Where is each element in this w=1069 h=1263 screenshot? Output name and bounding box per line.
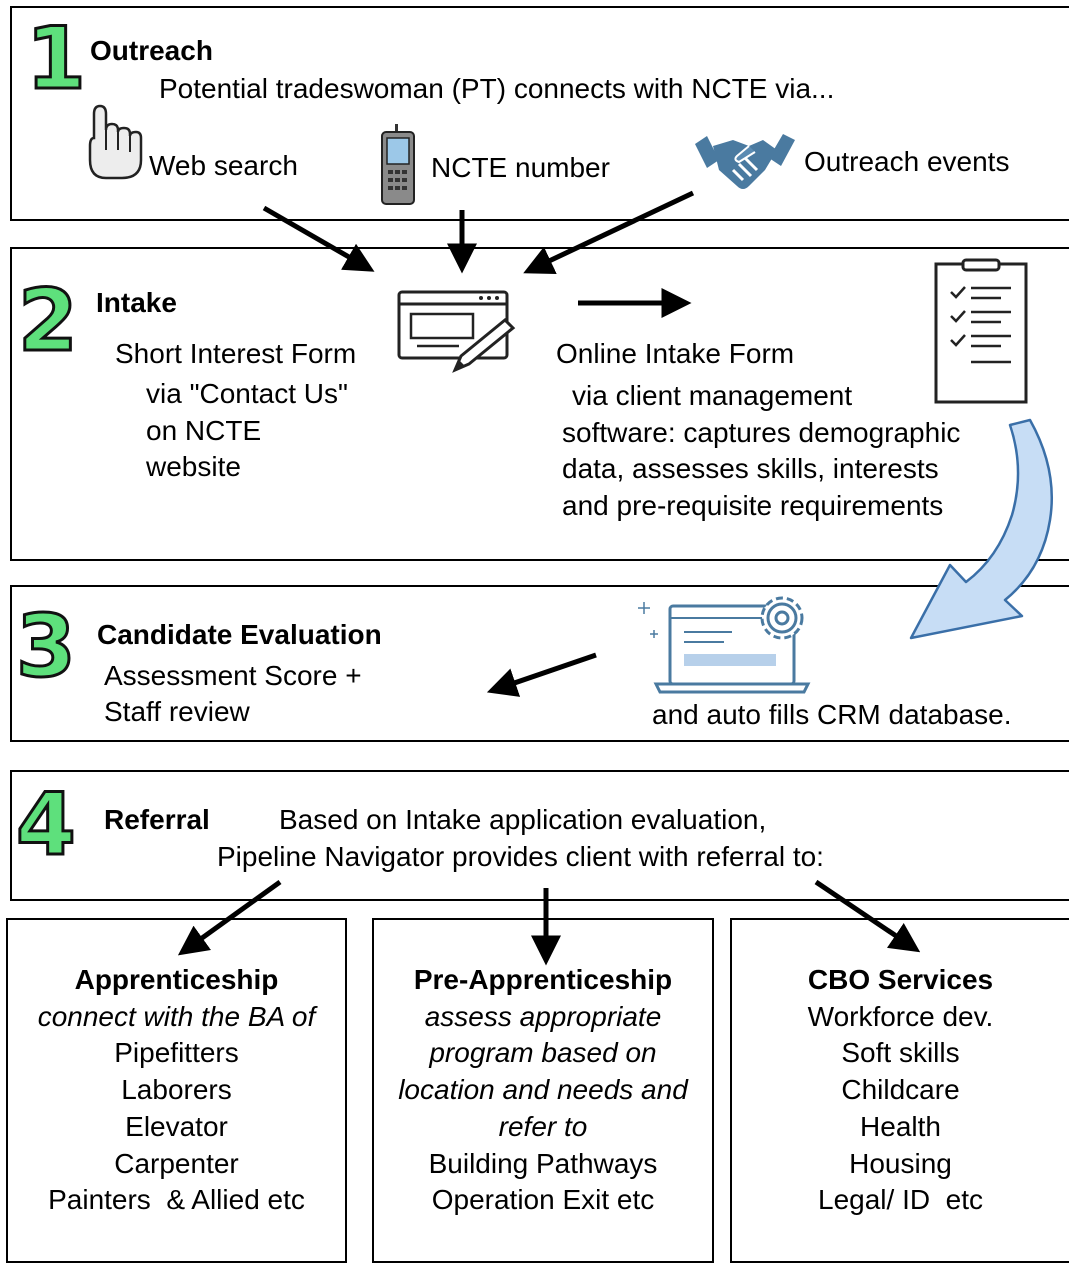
apprenticeship-line-1: connect with the BA of [37, 1000, 316, 1032]
step3-number: 3 [15, 597, 78, 697]
online-form-line-3: data, assesses skills, interests [562, 453, 939, 484]
cbo-services-line-4: Health [860, 1110, 941, 1142]
form-edit-icon [397, 290, 516, 373]
referral-apprenticeship: Apprenticeship connect with the BA of Pi… [8, 962, 345, 1219]
apprenticeship-line-6: Painters & Allied etc [48, 1184, 305, 1216]
pre-apprenticeship-line-1: assess appropriate [424, 1000, 662, 1032]
step1-box [10, 6, 1069, 221]
cbo-services-title: CBO Services [807, 964, 994, 995]
online-form-line-2: software: captures demographic [562, 417, 961, 448]
channel-web-search: Web search [149, 150, 298, 181]
step4-line-1: Based on Intake application evaluation, [279, 804, 767, 835]
mobile-phone-icon [381, 124, 415, 205]
crm-text: and auto fills CRM database. [652, 699, 1012, 730]
short-form-line-2: via "Contact Us" [146, 378, 348, 409]
step1-subtitle: Potential tradeswoman (PT) connects with… [159, 73, 835, 104]
cbo-services-line-3: Childcare [841, 1074, 960, 1106]
step2-number: 2 [17, 271, 80, 371]
cbo-services-line-2: Soft skills [841, 1037, 960, 1069]
apprenticeship-line-3: Laborers [121, 1074, 232, 1106]
pre-apprenticeship-line-2: program based on [429, 1037, 657, 1069]
step4-number: 4 [15, 775, 78, 875]
short-form-line-1: Short Interest Form [115, 338, 357, 369]
step3-title: Candidate Evaluation [97, 619, 382, 650]
step4-box [10, 770, 1069, 901]
channel-outreach-events: Outreach events [804, 146, 1010, 177]
pre-apprenticeship-line-4: refer to [498, 1110, 588, 1142]
pre-apprenticeship-line-3: location and needs and [398, 1074, 688, 1106]
online-form-title: Online Intake Form [556, 338, 795, 369]
step3-line-1: Assessment Score + [104, 660, 362, 691]
apprenticeship-line-5: Carpenter [114, 1147, 239, 1179]
pre-apprenticeship-line-6: Operation Exit etc [431, 1184, 655, 1216]
step2-title: Intake [96, 287, 177, 318]
apprenticeship-line-2: Pipefitters [114, 1037, 239, 1069]
clipboard-checklist-icon [934, 258, 1028, 404]
apprenticeship-line-4: Elevator [125, 1110, 228, 1142]
step1-title: Outreach [90, 35, 213, 66]
laptop-gear-icon [638, 596, 811, 694]
cbo-services-line-5: Housing [849, 1147, 952, 1179]
referral-pre-apprenticeship: Pre-Apprenticeship assess appropriate pr… [374, 962, 712, 1219]
pre-apprenticeship-title: Pre-Apprenticeship [413, 964, 673, 995]
cbo-services-box [730, 918, 1069, 1263]
online-form-line-1: via client management [572, 380, 853, 411]
cbo-services-line-1: Workforce dev. [807, 1000, 994, 1032]
step2-box [10, 247, 1069, 561]
step4-title: Referral [104, 804, 210, 835]
pre-apprenticeship-box [372, 918, 714, 1263]
short-form-line-4: website [146, 451, 241, 482]
online-form-line-4: and pre-requisite requirements [562, 490, 944, 521]
apprenticeship-title: Apprenticeship [74, 964, 279, 995]
step3-line-2: Staff review [104, 696, 250, 727]
referral-cbo-services: CBO Services Workforce dev. Soft skills … [732, 962, 1069, 1219]
pre-apprenticeship-line-5: Building Pathways [428, 1147, 658, 1179]
hand-pointer-icon [88, 104, 143, 180]
step4-line-2: Pipeline Navigator provides client with … [217, 841, 824, 872]
cbo-services-line-6: Legal/ ID etc [818, 1184, 983, 1216]
handshake-icon [695, 134, 795, 189]
short-form-line-3: on NCTE [146, 415, 262, 446]
apprenticeship-box [6, 918, 347, 1263]
step1-number: 1 [25, 9, 88, 109]
channel-ncte-number: NCTE number [431, 152, 610, 183]
